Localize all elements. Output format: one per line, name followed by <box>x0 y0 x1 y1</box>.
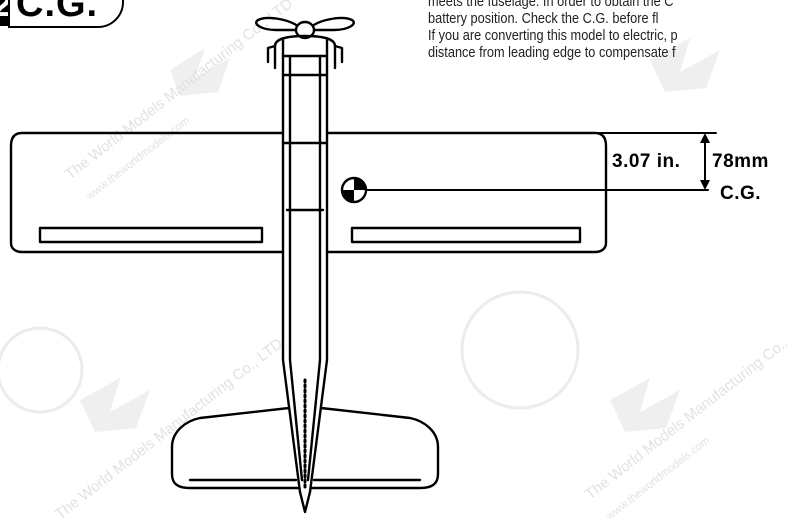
cg-symbol-icon <box>340 176 368 204</box>
fuselage-inner-lines <box>288 54 322 482</box>
instruction-line: meets the fuselage. In order to obtain t… <box>428 0 674 10</box>
left-aileron <box>38 226 264 244</box>
left-wing-panel <box>9 131 285 254</box>
watermark-seal-icon <box>0 326 84 414</box>
instruction-line: If you are converting this model to elec… <box>428 28 678 44</box>
cg-distance-inches: 3.07 in. <box>612 151 681 172</box>
left-stabilizer <box>170 406 300 490</box>
watermark-seal-icon <box>460 290 580 410</box>
watermark-logo-icon <box>650 38 720 92</box>
cowl-cheeks <box>266 44 344 64</box>
instruction-line: distance from leading edge to compensate… <box>428 45 676 61</box>
right-wing-panel <box>325 131 608 254</box>
dimension-arrow-up-icon <box>700 133 710 143</box>
tail-end <box>298 490 312 514</box>
cowl <box>273 34 337 70</box>
cg-label: C.G. <box>720 183 762 204</box>
cg-distance-mm: 78mm <box>712 151 769 172</box>
instruction-line: battery position. Check the C.G. before … <box>428 11 659 27</box>
instructions-text: meets the fuselage. In order to obtain t… <box>428 0 762 62</box>
propeller-right-blade <box>308 16 355 32</box>
fuselage-outline <box>281 38 329 494</box>
propeller-left-blade <box>255 16 302 32</box>
watermark-logo-icon <box>610 378 680 432</box>
section-title: C.G. <box>8 0 125 28</box>
dimension-arrow-down-icon <box>700 180 710 190</box>
watermark-logo-icon <box>170 48 230 96</box>
right-stabilizer <box>310 406 440 490</box>
section-header: 2 C.G. <box>0 0 142 38</box>
right-aileron <box>350 226 582 244</box>
watermark-logo-icon <box>80 378 150 432</box>
spinner-icon <box>294 20 316 40</box>
